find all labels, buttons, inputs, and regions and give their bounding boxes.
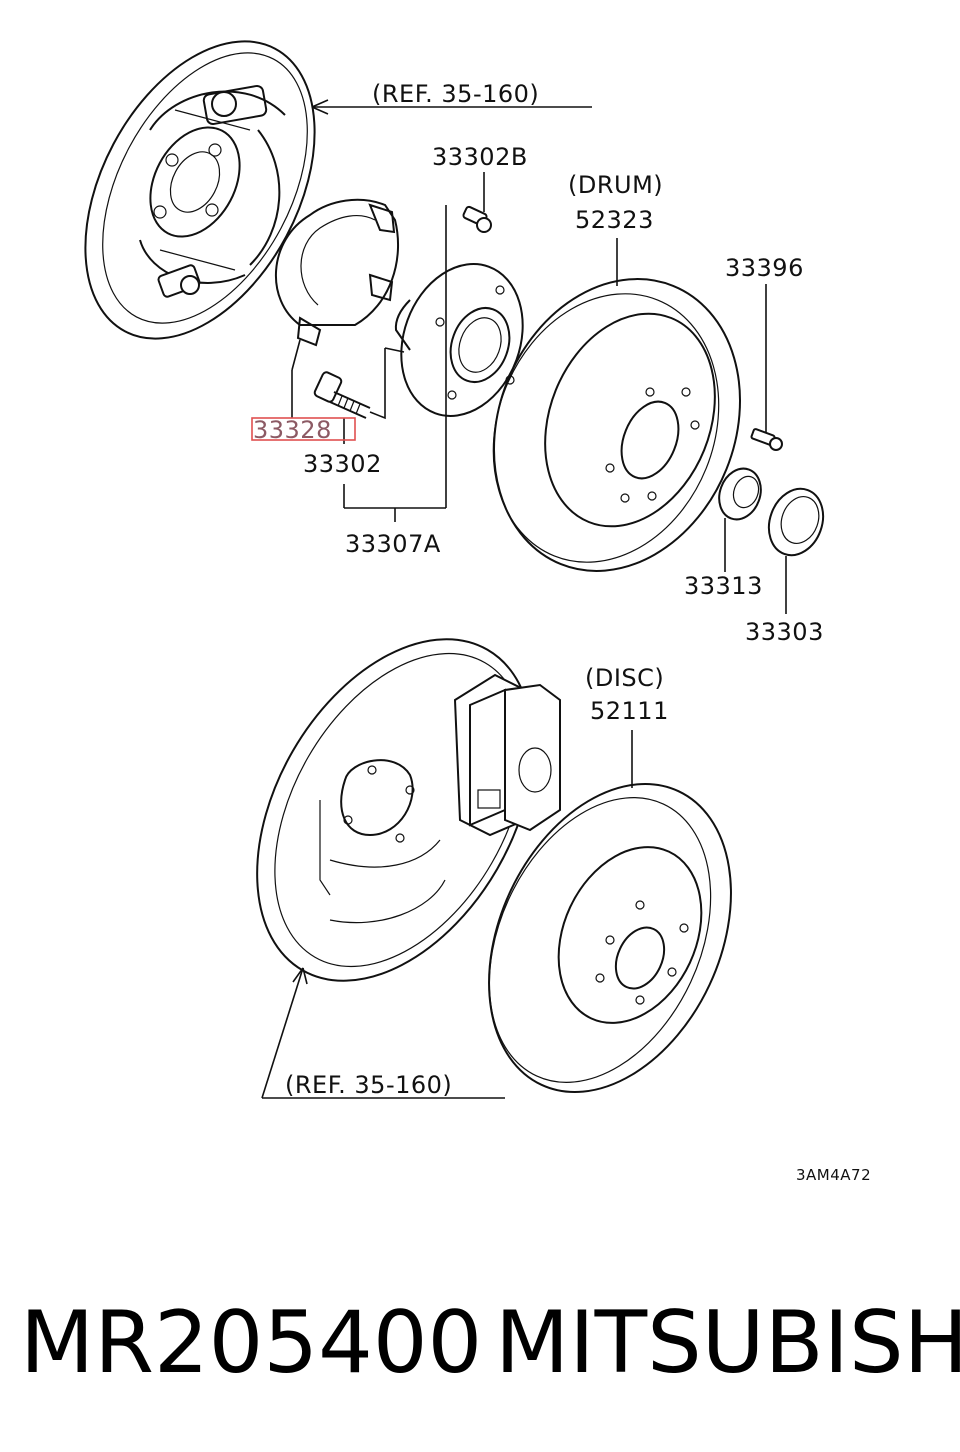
hub-cap-drawing	[767, 487, 825, 614]
label-52111: 52111	[590, 697, 669, 725]
label-33303: 33303	[745, 618, 824, 646]
label-52323: 52323	[575, 206, 654, 234]
label-33396: 33396	[725, 254, 804, 282]
label-33302: 33302	[303, 450, 382, 478]
highlight-box-33328	[251, 417, 356, 441]
screw-33302B-drawing	[462, 172, 492, 233]
dust-shield-ring-drawing	[274, 198, 399, 418]
brake-drum-drawing	[492, 238, 741, 572]
ref-bottom-callout: (REF. 35-160)	[261, 967, 505, 1099]
hub-bolt-drawing	[313, 371, 371, 444]
label-drum-note: (DRUM)	[568, 171, 663, 199]
lock-nut-drawing	[718, 467, 762, 572]
label-33313: 33313	[684, 572, 763, 600]
label-33328: 33328	[253, 416, 332, 444]
caliper-drawing	[453, 673, 561, 837]
bolt-33396-drawing	[750, 284, 783, 451]
ref-top-label: (REF. 35-160)	[372, 80, 539, 108]
brand-name: MITSUBISHI	[495, 1293, 960, 1393]
drum-backing-plate-drawing	[84, 40, 316, 340]
label-disc-note: (DISC)	[585, 664, 664, 692]
diagram-code: 3AM4A72	[796, 1166, 871, 1184]
ref-bottom-label: (REF. 35-160)	[285, 1071, 452, 1099]
label-33302B: 33302B	[432, 143, 528, 171]
part-number: MR205400	[20, 1293, 483, 1393]
label-33307A: 33307A	[345, 530, 441, 558]
ref-top-callout: (REF. 35-160)	[311, 80, 592, 115]
brake-disc-drawing	[488, 730, 732, 1094]
